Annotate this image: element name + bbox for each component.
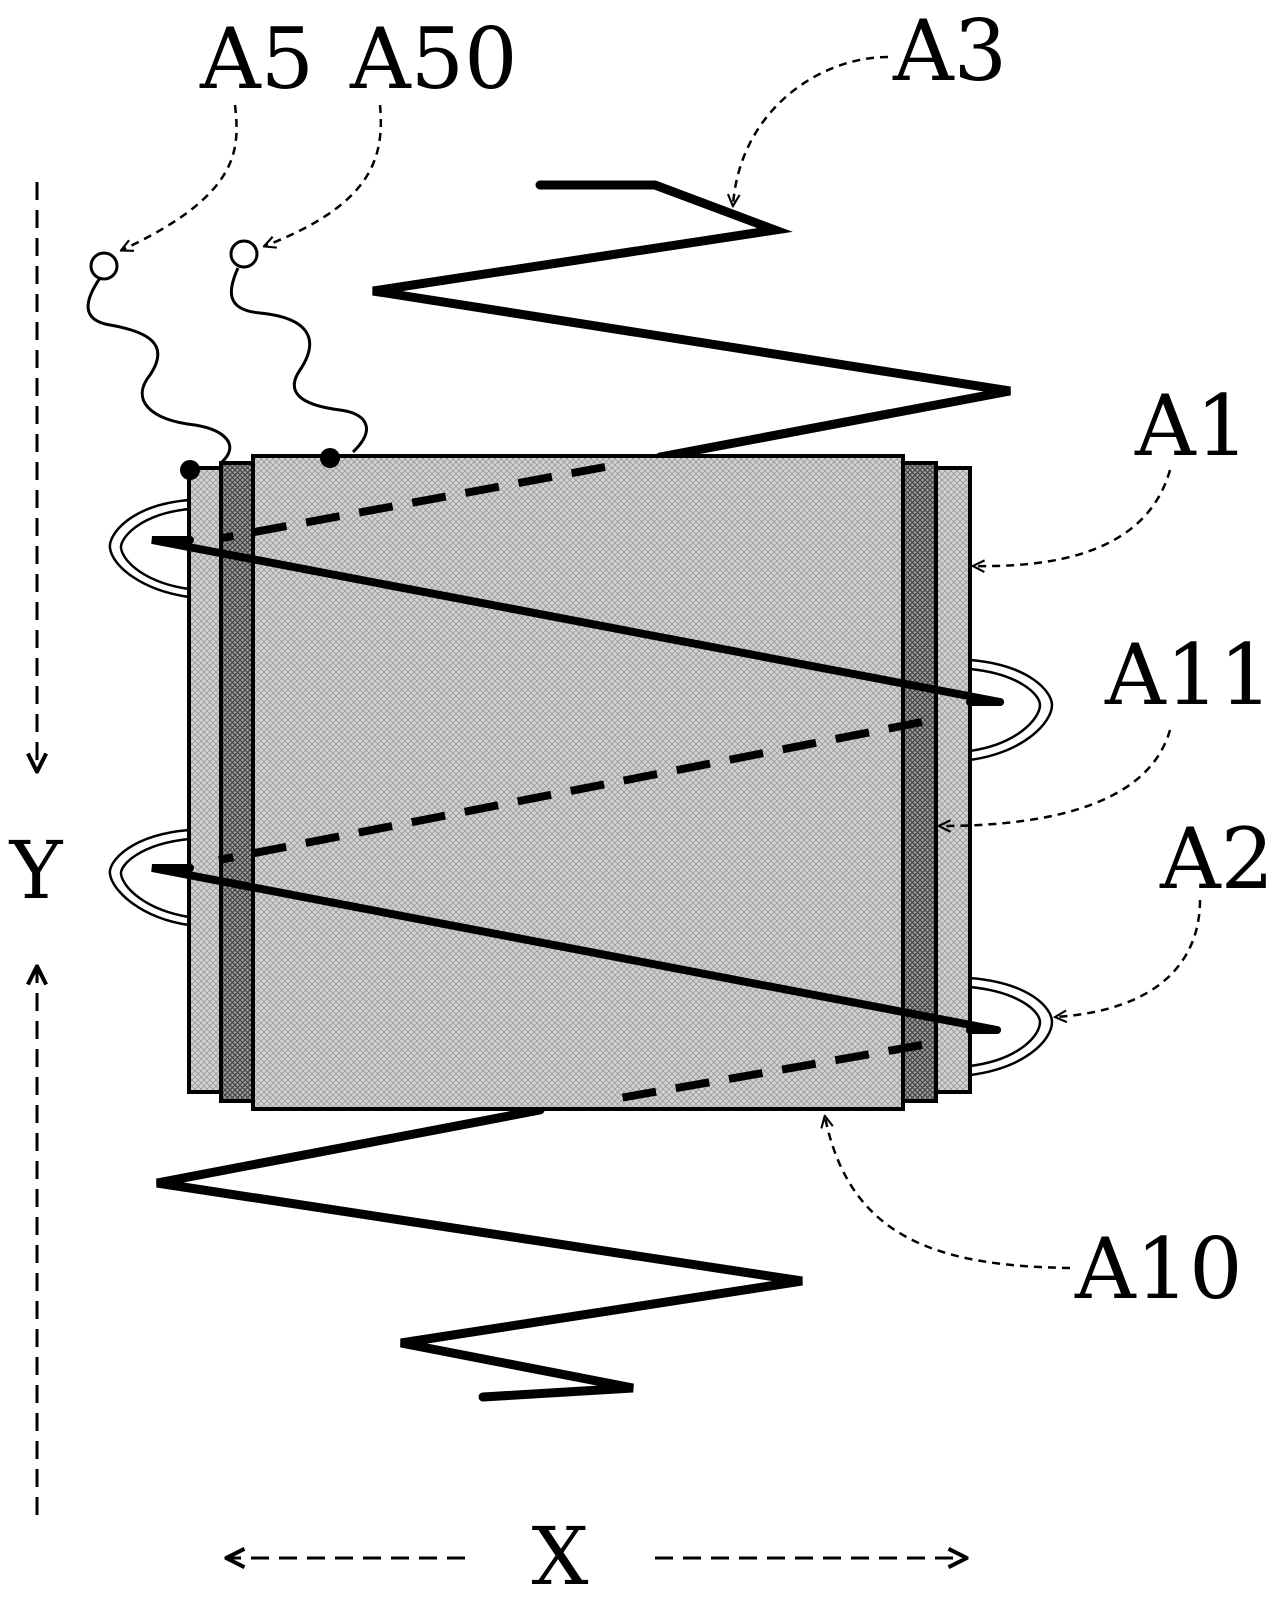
y-axis-label: Y xyxy=(9,824,64,917)
label-a5: A5 xyxy=(199,10,314,108)
terminal-a5-icon xyxy=(91,253,117,279)
lead-wires xyxy=(88,268,366,462)
label-a10: A10 xyxy=(1074,1220,1243,1318)
junction-a50-dot-icon xyxy=(320,448,340,468)
core-body-a10 xyxy=(253,456,903,1109)
lead-wire-a50 xyxy=(231,268,366,452)
label-a50: A50 xyxy=(349,10,518,108)
label-a1: A1 xyxy=(1134,377,1249,475)
label-a11: A11 xyxy=(1104,626,1273,724)
terminal-a50-icon xyxy=(231,241,257,267)
lower-coil xyxy=(157,1110,802,1397)
lead-wire-a5 xyxy=(88,278,230,462)
junction-a5-dot-icon xyxy=(180,460,200,480)
label-a2: A2 xyxy=(1159,810,1274,908)
x-axis-label: X xyxy=(532,1510,589,1599)
label-a3: A3 xyxy=(892,2,1007,100)
upper-coil-a3 xyxy=(373,185,1010,457)
